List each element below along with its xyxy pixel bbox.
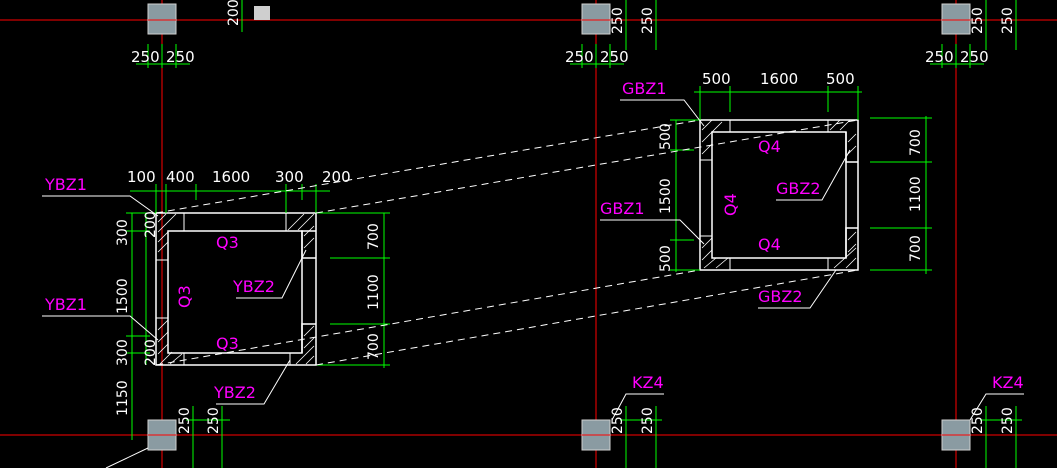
dim-col-tr-v2: 250: [1000, 7, 1016, 34]
dim-lw-inner-200a: 200: [143, 211, 159, 238]
dim-lw-right-1100: 1100: [366, 274, 382, 310]
tag-q4-bottom: Q4: [758, 235, 781, 254]
dim-lw-right-700b: 700: [366, 333, 382, 360]
dim-col-tm-v2: 250: [640, 7, 656, 34]
right-wall-texts: 500 1600 500 500 1500 500 700 1100 700 G…: [600, 70, 924, 306]
column-top-left: [147, 3, 177, 35]
dim-lw-left-1500: 1500: [115, 278, 131, 314]
tag-kz4-right: KZ4: [992, 373, 1024, 392]
dim-col-tr-v1: 250: [970, 7, 986, 34]
dim-rw-top-500b: 500: [826, 70, 855, 88]
dim-rw-right-700a: 700: [908, 129, 924, 156]
column-top-right: [941, 3, 971, 35]
dim-col-tl-2: 250: [166, 48, 195, 66]
dim-col-top-height: 200: [226, 0, 242, 26]
dim-lw-top-100: 100: [127, 168, 156, 186]
dim-lw-left-300b: 300: [115, 339, 131, 366]
right-wall-dimension-lines: [670, 86, 932, 274]
projection-dashed-lines: [155, 119, 859, 366]
dim-rw-top-1600: 1600: [760, 70, 798, 88]
dim-col-tl-1: 250: [131, 48, 160, 66]
dim-lw-left-1150: 1150: [115, 380, 131, 416]
dim-lw-top-1600: 1600: [212, 168, 250, 186]
dim-lw-top-400: 400: [166, 168, 195, 186]
dim-lw-top-300: 300: [275, 168, 304, 186]
tag-q3-left: Q3: [175, 285, 194, 308]
tag-gbz1-top: GBZ1: [622, 79, 667, 98]
dim-col-bm-v2: 250: [640, 407, 656, 434]
dim-col-tm-1: 250: [565, 48, 594, 66]
dim-col-br-v1: 250: [970, 407, 986, 434]
tag-q3-top: Q3: [216, 233, 239, 252]
dim-col-tr-1: 250: [925, 48, 954, 66]
small-marker-square: [254, 6, 270, 20]
tag-ybz2-right: YBZ2: [232, 277, 275, 296]
dim-rw-left-500b: 500: [658, 245, 674, 272]
dim-col-tm-2: 250: [600, 48, 629, 66]
tag-gbz1-mid: GBZ1: [600, 199, 645, 218]
tag-gbz2-right: GBZ2: [776, 179, 821, 198]
dim-rw-left-500a: 500: [658, 123, 674, 150]
column-top-middle: [581, 3, 611, 35]
left-wall-dimension-lines: [126, 184, 390, 440]
tag-q4-top: Q4: [758, 137, 781, 156]
dim-lw-inner-200b: 200: [143, 339, 159, 366]
dim-col-bl-v1: 250: [177, 407, 193, 434]
tag-gbz2-bottom: GBZ2: [758, 287, 803, 306]
dim-col-tr-2: 250: [960, 48, 989, 66]
dim-lw-left-300a: 300: [115, 219, 131, 246]
column-dimension-lines: [136, 0, 1022, 468]
dim-rw-right-1100: 1100: [908, 176, 924, 212]
tag-ybz2-bottom: YBZ2: [213, 383, 256, 402]
tag-kz4-middle: KZ4: [632, 373, 664, 392]
dim-lw-right-700a: 700: [366, 223, 382, 250]
tag-ybz1-top: YBZ1: [44, 175, 87, 194]
dim-rw-left-1500: 1500: [658, 178, 674, 214]
left-wall-texts: 100 400 1600 300 200 300 1500 300 1150 2…: [44, 168, 382, 416]
tag-q4-left: Q4: [721, 193, 740, 216]
dim-rw-right-700b: 700: [908, 235, 924, 262]
dim-lw-top-200: 200: [322, 168, 351, 186]
leader-lines: [42, 99, 1024, 468]
dim-col-br-v2: 250: [1000, 407, 1016, 434]
dim-col-tm-v1: 250: [610, 7, 626, 34]
dim-rw-top-500a: 500: [702, 70, 731, 88]
column-dimension-texts: 250 250 250 250 250 250 200 250 250 250 …: [131, 0, 1024, 434]
tag-q3-bottom: Q3: [216, 334, 239, 353]
tag-ybz1-mid: YBZ1: [44, 295, 87, 314]
dim-col-bm-v1: 250: [610, 407, 626, 434]
dim-col-bl-v2: 250: [206, 407, 222, 434]
